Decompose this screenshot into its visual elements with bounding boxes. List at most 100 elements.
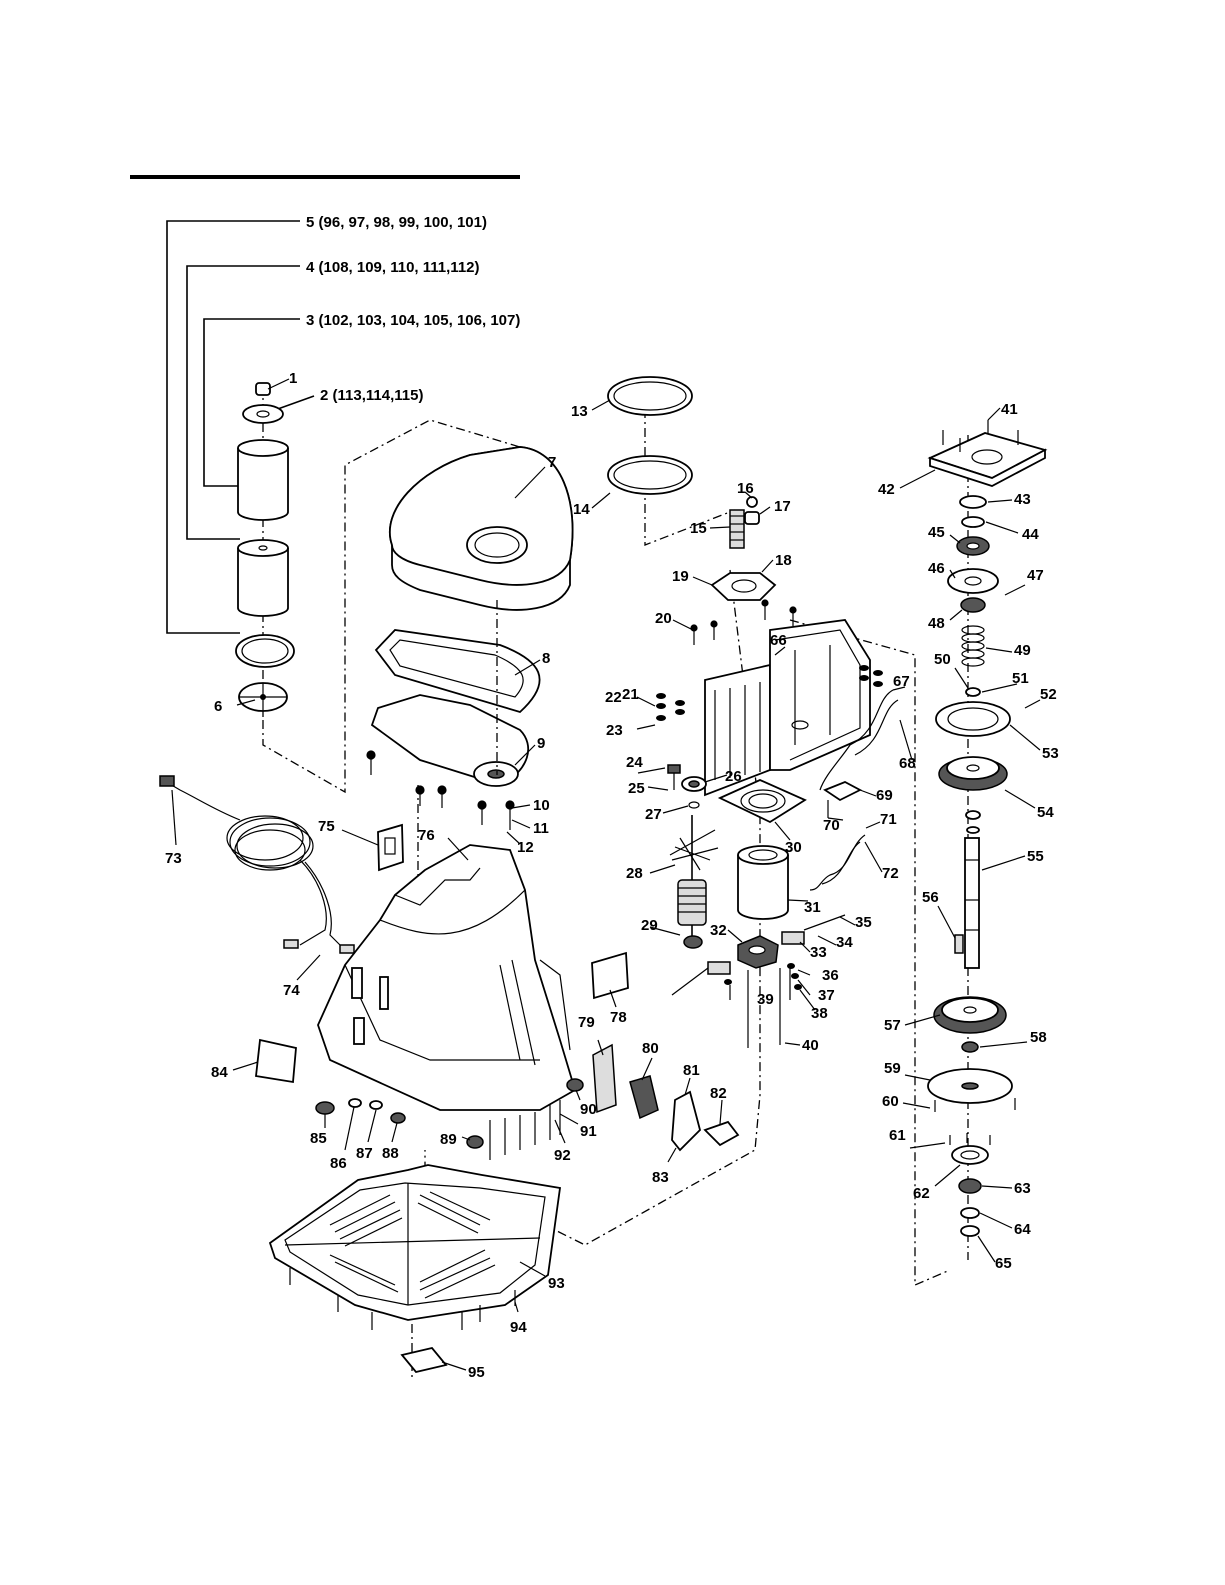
part-label-30: 30 <box>785 839 802 856</box>
part-label-73: 73 <box>165 850 182 867</box>
part-label-17: 17 <box>774 498 791 515</box>
small-plates <box>255 823 629 1374</box>
part-label-28: 28 <box>626 865 643 882</box>
belts <box>607 376 693 495</box>
part-label-23: 23 <box>606 722 623 739</box>
part-label-43: 43 <box>1014 491 1031 508</box>
part-label-86: 86 <box>330 1155 347 1172</box>
part-label-81: 81 <box>683 1062 700 1079</box>
part-label-70: 70 <box>823 817 840 834</box>
part-label-13: 13 <box>571 403 588 420</box>
part-label-53: 53 <box>1042 745 1059 762</box>
part-label-16: 16 <box>737 480 754 497</box>
part-label-11: 11 <box>533 820 549 837</box>
part-label-42: 42 <box>878 481 895 498</box>
part-label-49: 49 <box>1014 642 1031 659</box>
part-label-25: 25 <box>628 780 645 797</box>
part-label-95: 95 <box>468 1364 485 1381</box>
part-label-68: 68 <box>899 755 916 772</box>
group-callout-3: 3 (102, 103, 104, 105, 106, 107) <box>306 312 520 329</box>
part-label-7: 7 <box>548 454 556 471</box>
part-label-91: 91 <box>580 1123 597 1140</box>
part-label-1: 1 <box>289 370 297 387</box>
part-label-66: 66 <box>770 632 787 649</box>
part-label-60: 60 <box>882 1093 899 1110</box>
part-label-89: 89 <box>440 1131 457 1148</box>
part-label-93: 93 <box>548 1275 565 1292</box>
part-label-48: 48 <box>928 615 945 632</box>
bottom-plate <box>268 1164 562 1330</box>
part-label-64: 64 <box>1014 1221 1031 1238</box>
part-label-85: 85 <box>310 1130 327 1147</box>
part-label-12: 12 <box>517 839 534 856</box>
part-label-19: 19 <box>672 568 689 585</box>
gasket <box>374 629 541 714</box>
part-label-62: 62 <box>913 1185 930 1202</box>
bottom-fasteners <box>315 1078 584 1160</box>
part-label-79: 79 <box>578 1014 595 1031</box>
part-label-59: 59 <box>884 1060 901 1077</box>
part-label-56: 56 <box>922 889 939 906</box>
part-label-6: 6 <box>214 698 222 715</box>
part-label-21: 21 <box>622 686 639 703</box>
part-label-90: 90 <box>580 1101 597 1118</box>
motor-parts <box>667 764 846 1048</box>
part-label-67: 67 <box>893 673 910 690</box>
main-housing <box>317 844 577 1111</box>
part-label-38: 38 <box>811 1005 828 1022</box>
top-cover <box>389 446 574 611</box>
motor-bracket <box>656 599 883 797</box>
part-label-55: 55 <box>1027 848 1044 865</box>
part-label-44: 44 <box>1022 526 1039 543</box>
part-label-47: 47 <box>1027 567 1044 584</box>
part-label-31: 31 <box>804 899 821 916</box>
part-label-71: 71 <box>880 811 897 828</box>
power-cord <box>159 775 355 954</box>
part-label-76: 76 <box>418 827 435 844</box>
part-label-41: 41 <box>1001 401 1018 418</box>
part-label-61: 61 <box>889 1127 906 1144</box>
upper-spring-assembly <box>710 496 777 601</box>
left-sleeve-stack <box>235 382 295 720</box>
part-label-26: 26 <box>725 768 742 785</box>
part-label-51: 51 <box>1012 670 1029 687</box>
part-label-74: 74 <box>283 982 300 999</box>
part-label-39: 39 <box>757 991 774 1008</box>
part-label-32: 32 <box>710 922 727 939</box>
part-label-58: 58 <box>1030 1029 1047 1046</box>
part-label-75: 75 <box>318 818 335 835</box>
part-label-18: 18 <box>775 552 792 569</box>
part-label-72: 72 <box>882 865 899 882</box>
part-label-88: 88 <box>382 1145 399 1162</box>
part-label-54: 54 <box>1037 804 1054 821</box>
part-label-22: 22 <box>605 689 622 706</box>
group-callout-4: 4 (108, 109, 110, 111,112) <box>306 259 480 276</box>
motor-mount-plate <box>366 694 530 830</box>
part-label-33: 33 <box>810 944 827 961</box>
group-callout-labels: 5 (96, 97, 98, 99, 100, 101) 4 (108, 109… <box>306 214 520 404</box>
part-label-63: 63 <box>1014 1180 1031 1197</box>
leader-lines <box>171 378 1041 1371</box>
part-label-50: 50 <box>934 651 951 668</box>
part-label-57: 57 <box>884 1017 901 1034</box>
part-label-78: 78 <box>610 1009 627 1026</box>
part-label-14: 14 <box>573 501 590 518</box>
switch-assembly <box>592 1043 740 1152</box>
part-label-46: 46 <box>928 560 945 577</box>
group-bracket-lines <box>166 220 315 634</box>
group-callout-5: 5 (96, 97, 98, 99, 100, 101) <box>306 214 487 231</box>
part-label-52: 52 <box>1040 686 1057 703</box>
header-rule <box>130 175 520 179</box>
part-label-83: 83 <box>652 1169 669 1186</box>
part-label-87: 87 <box>356 1145 373 1162</box>
part-label-15: 15 <box>690 520 707 537</box>
group-callout-2: 2 (113,114,115) <box>320 387 423 404</box>
part-label-9: 9 <box>537 735 545 752</box>
part-label-27: 27 <box>645 806 662 823</box>
part-label-10: 10 <box>533 797 550 814</box>
part-label-40: 40 <box>802 1037 819 1054</box>
part-label-8: 8 <box>542 650 550 667</box>
part-label-82: 82 <box>710 1085 727 1102</box>
part-label-45: 45 <box>928 524 945 541</box>
